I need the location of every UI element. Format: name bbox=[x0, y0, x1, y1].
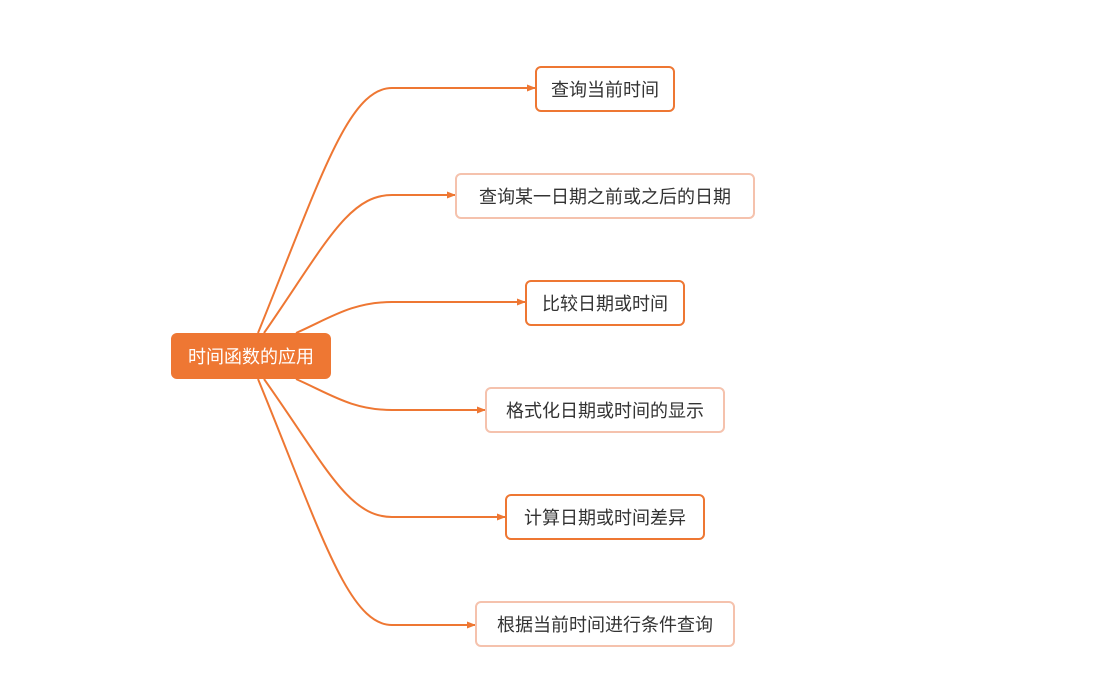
branch-node-query-current-time[interactable]: 查询当前时间 bbox=[535, 66, 675, 112]
branch-node-conditional-query-current-time[interactable]: 根据当前时间进行条件查询 bbox=[475, 601, 735, 647]
connector-format-date-time bbox=[295, 378, 486, 414]
connector-query-current-time bbox=[257, 84, 536, 334]
connector-compare-date-time bbox=[295, 298, 526, 334]
branch-node-format-date-time[interactable]: 格式化日期或时间的显示 bbox=[485, 387, 725, 433]
branch-node-compare-date-time[interactable]: 比较日期或时间 bbox=[525, 280, 685, 326]
root-node[interactable]: 时间函数的应用 bbox=[171, 333, 331, 379]
branch-node-date-time-difference[interactable]: 计算日期或时间差异 bbox=[505, 494, 705, 540]
connector-query-date-before-after bbox=[263, 191, 456, 334]
branch-node-query-date-before-after[interactable]: 查询某一日期之前或之后的日期 bbox=[455, 173, 755, 219]
connector-date-time-difference bbox=[263, 378, 506, 521]
connector-conditional-query-current-time bbox=[257, 378, 476, 629]
